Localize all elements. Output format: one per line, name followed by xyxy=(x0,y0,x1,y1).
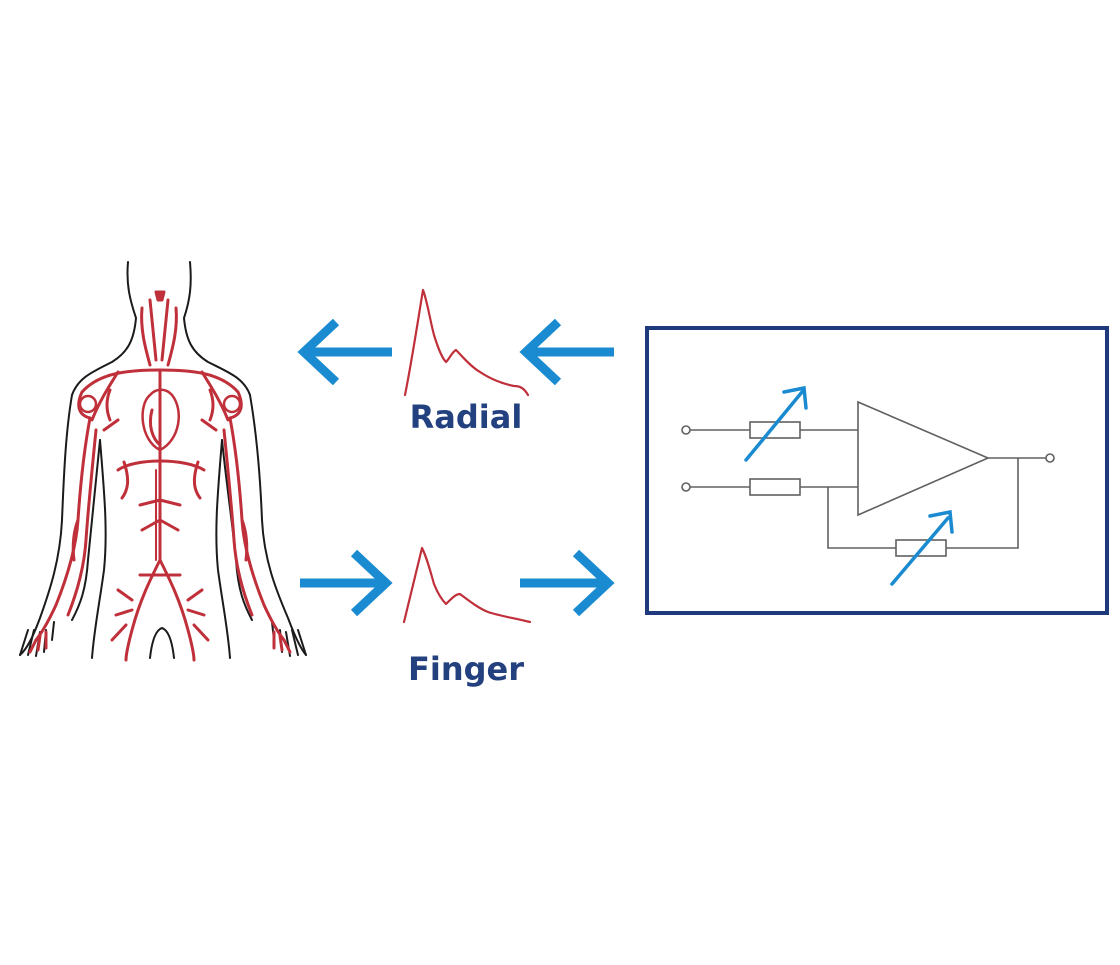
arrow-right-icon xyxy=(520,549,615,617)
variable-arrow-icon xyxy=(744,385,808,462)
arrow-left-icon xyxy=(297,318,392,386)
variable-resistor-arrows xyxy=(744,385,954,586)
circuit-wires xyxy=(681,400,1055,557)
vessels xyxy=(28,290,292,662)
pulse-waveform-icon xyxy=(402,546,532,624)
radial-label: Radial xyxy=(409,398,523,436)
variable-arrow-icon xyxy=(890,509,954,586)
arrow-right-icon xyxy=(300,549,393,617)
arrows xyxy=(297,318,615,617)
circuit-box xyxy=(645,326,1109,615)
pulse-waveform-icon xyxy=(403,288,530,397)
arrow-left-icon xyxy=(519,318,614,386)
finger-label: Finger xyxy=(408,650,524,688)
human-circulatory-system-icon xyxy=(19,261,307,662)
amplifier-circuit-icon xyxy=(645,326,1109,615)
